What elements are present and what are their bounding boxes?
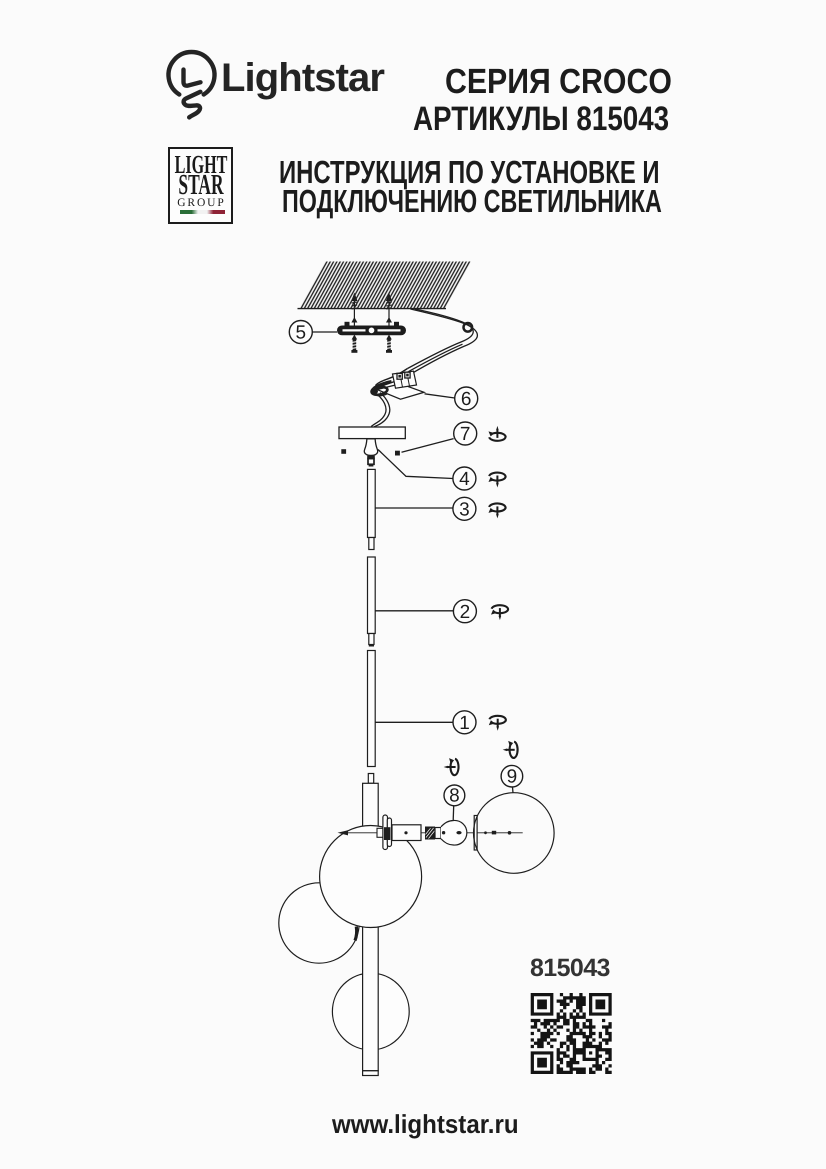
svg-text:8: 8 xyxy=(449,786,460,807)
svg-text:1: 1 xyxy=(459,713,470,734)
svg-text:6: 6 xyxy=(461,389,472,410)
svg-text:9: 9 xyxy=(507,766,518,787)
svg-text:3: 3 xyxy=(459,499,470,520)
svg-text:4: 4 xyxy=(459,469,470,490)
svg-text:7: 7 xyxy=(460,424,471,445)
svg-text:5: 5 xyxy=(296,323,307,344)
svg-text:2: 2 xyxy=(460,602,471,623)
